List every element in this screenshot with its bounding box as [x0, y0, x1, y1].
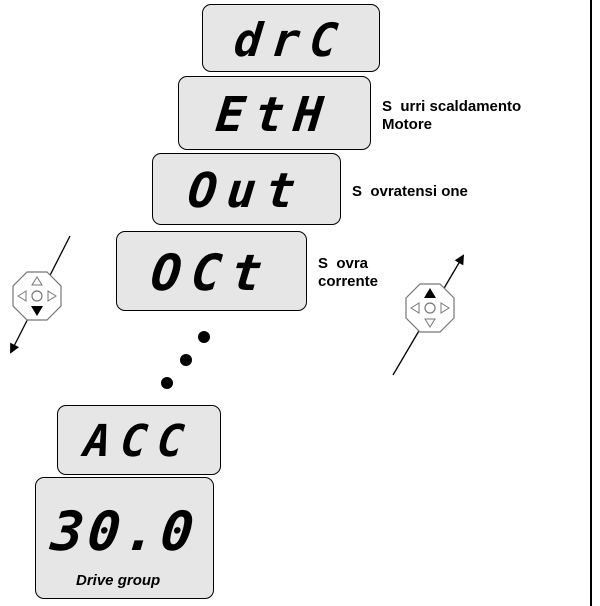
drive-group-caption: Drive group [76, 572, 161, 589]
down-keypad-icon [12, 271, 62, 321]
label-out: S ovratensi one [352, 183, 468, 200]
display-drc: drC [202, 4, 380, 72]
label-eth: S urri scaldamento Motore [382, 98, 522, 133]
display-acc: ACC [57, 405, 221, 475]
display-value: 30.0 Drive group [35, 477, 214, 599]
display-oct: OCt [116, 231, 307, 311]
display-out: Out [152, 153, 341, 225]
frame-border-right [590, 0, 592, 606]
ellipsis-dot [180, 354, 192, 366]
ellipsis-dot [198, 331, 210, 343]
up-keypad-icon [405, 283, 455, 333]
ellipsis-dot [161, 377, 173, 389]
display-eth: EtH [178, 76, 371, 150]
label-oct: S ovra corrente [318, 255, 379, 290]
